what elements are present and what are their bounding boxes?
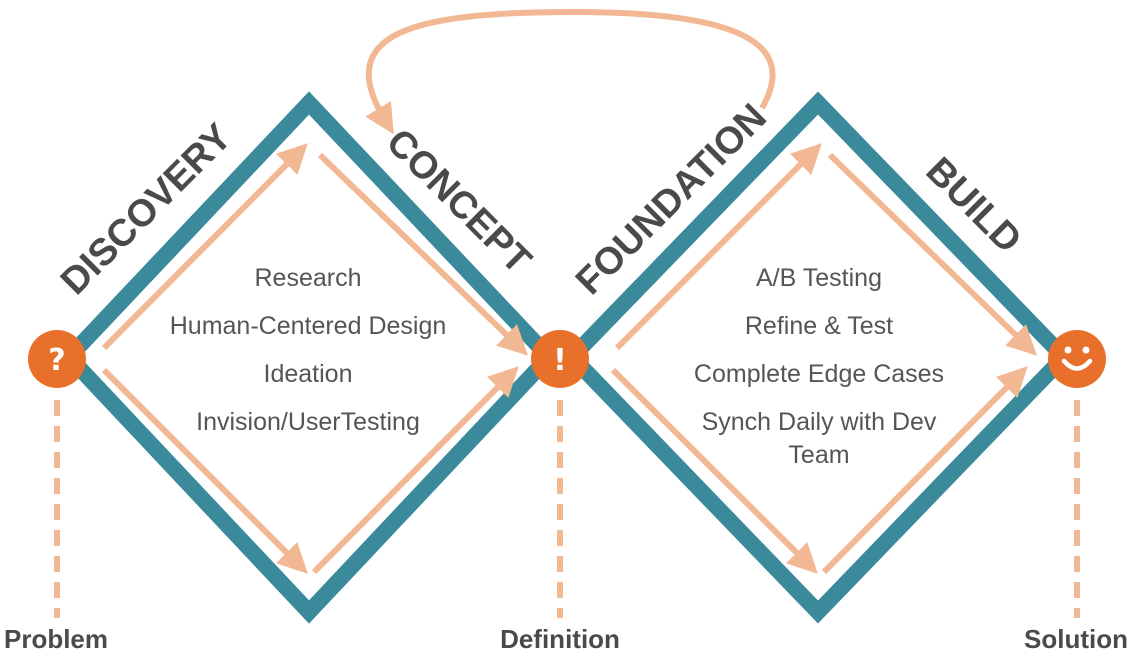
- exclamation-mark-icon: !: [553, 343, 567, 378]
- arrow-discovery-lower: [101, 367, 308, 574]
- question-mark-icon: ?: [48, 343, 65, 378]
- left-diamond-activities: Research Human-Centered Design Ideation …: [170, 264, 447, 436]
- problem-node: ?: [28, 330, 86, 388]
- left-diamond-arrows: [101, 143, 529, 575]
- activity-item: Synch Daily with Dev: [702, 408, 937, 436]
- activity-item: Complete Edge Cases: [694, 360, 944, 388]
- right-diamond-activities: A/B Testing Refine & Test Complete Edge …: [694, 264, 944, 469]
- definition-node: !: [531, 330, 589, 388]
- arrow-concept-converge: [317, 152, 529, 356]
- arrow-foundation-lower: [610, 367, 818, 574]
- arrow-foundation-diverge: [614, 143, 822, 351]
- definition-node-circle: [531, 330, 589, 388]
- milestone-label-solution: Solution: [1024, 624, 1128, 654]
- problem-node-circle: [28, 330, 86, 388]
- activity-item: Invision/UserTesting: [196, 408, 420, 436]
- phase-label-build: BUILD: [918, 150, 1030, 262]
- activity-item: Ideation: [264, 360, 353, 388]
- activity-item: Refine & Test: [745, 312, 893, 340]
- solution-node: [1048, 330, 1106, 388]
- activity-item: Team: [788, 441, 849, 469]
- phase-label-foundation: FOUNDATION: [568, 96, 775, 303]
- arrow-build-converge: [827, 152, 1038, 356]
- solution-node-circle: [1048, 330, 1106, 388]
- left-diamond: [58, 91, 560, 624]
- arrow-build-lower: [821, 366, 1028, 575]
- activity-item: A/B Testing: [756, 264, 882, 292]
- activity-item: Research: [255, 264, 362, 292]
- right-diamond: [560, 91, 1076, 624]
- milestone-label-problem: Problem: [4, 624, 108, 654]
- activity-item: Human-Centered Design: [170, 312, 447, 340]
- right-diamond-arrows: [610, 143, 1038, 575]
- milestone-label-definition: Definition: [500, 624, 620, 654]
- arrow-discovery-diverge: [101, 143, 308, 351]
- arrow-concept-lower: [311, 366, 519, 575]
- smiley-face-icon: [1061, 346, 1093, 371]
- feedback-loop-arrow: [365, 8, 776, 135]
